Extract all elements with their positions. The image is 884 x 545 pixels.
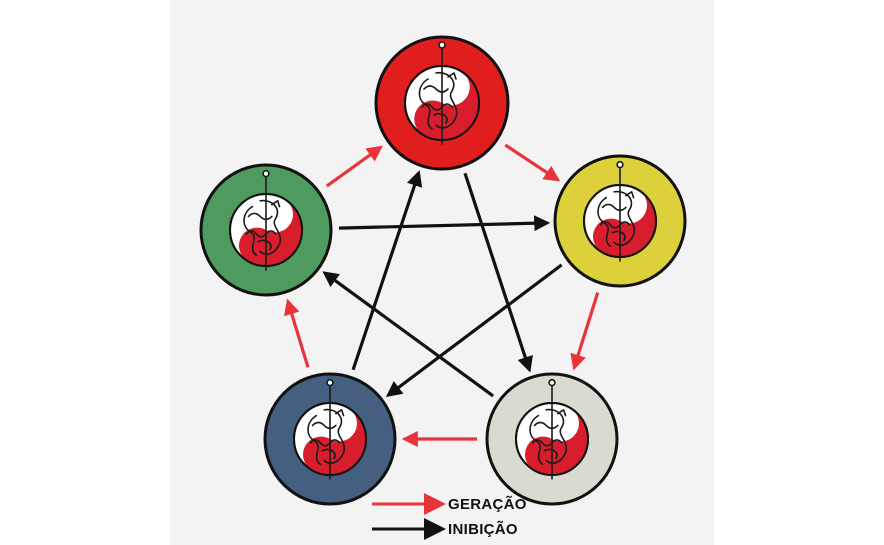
- dragon-figure-icon: [307, 378, 346, 480]
- inhibition-arrow-bottom-right-to-left: [322, 271, 495, 398]
- legend-generation-arrow: [372, 493, 446, 515]
- element-node-left: [199, 163, 333, 297]
- element-node-bottom-right: [485, 372, 619, 506]
- dragon-figure-icon: [529, 378, 568, 480]
- inhibition-arrows: [322, 170, 563, 398]
- generation-arrow-bottom-left-to-left: [284, 298, 310, 368]
- generation-arrow-right-to-bottom-right: [570, 292, 600, 371]
- dragon-figure-icon: [418, 41, 458, 145]
- generation-arrows: [284, 143, 600, 447]
- legend: GERAÇÃO INIBIÇÃO: [372, 493, 527, 540]
- generation-arrow-left-to-top: [325, 145, 383, 188]
- element-node-right: [553, 154, 687, 288]
- inhibition-arrow-right-to-bottom-left: [385, 263, 563, 398]
- legend-generation-label: GERAÇÃO: [448, 495, 527, 513]
- inhibition-arrow-top-to-bottom-right: [463, 172, 533, 373]
- legend-inhibition-arrow: [372, 518, 446, 540]
- element-node-top: [374, 35, 510, 171]
- inhibition-arrow-bottom-left-to-top: [351, 170, 423, 371]
- generation-arrow-top-to-right: [504, 143, 561, 182]
- inhibition-arrow-left-to-right: [338, 215, 551, 232]
- dragon-figure-icon: [243, 169, 282, 271]
- element-nodes: [199, 35, 687, 506]
- legend-inhibition-label: INIBIÇÃO: [448, 520, 518, 538]
- element-node-bottom-left: [263, 372, 397, 506]
- dragon-figure-icon: [597, 160, 636, 262]
